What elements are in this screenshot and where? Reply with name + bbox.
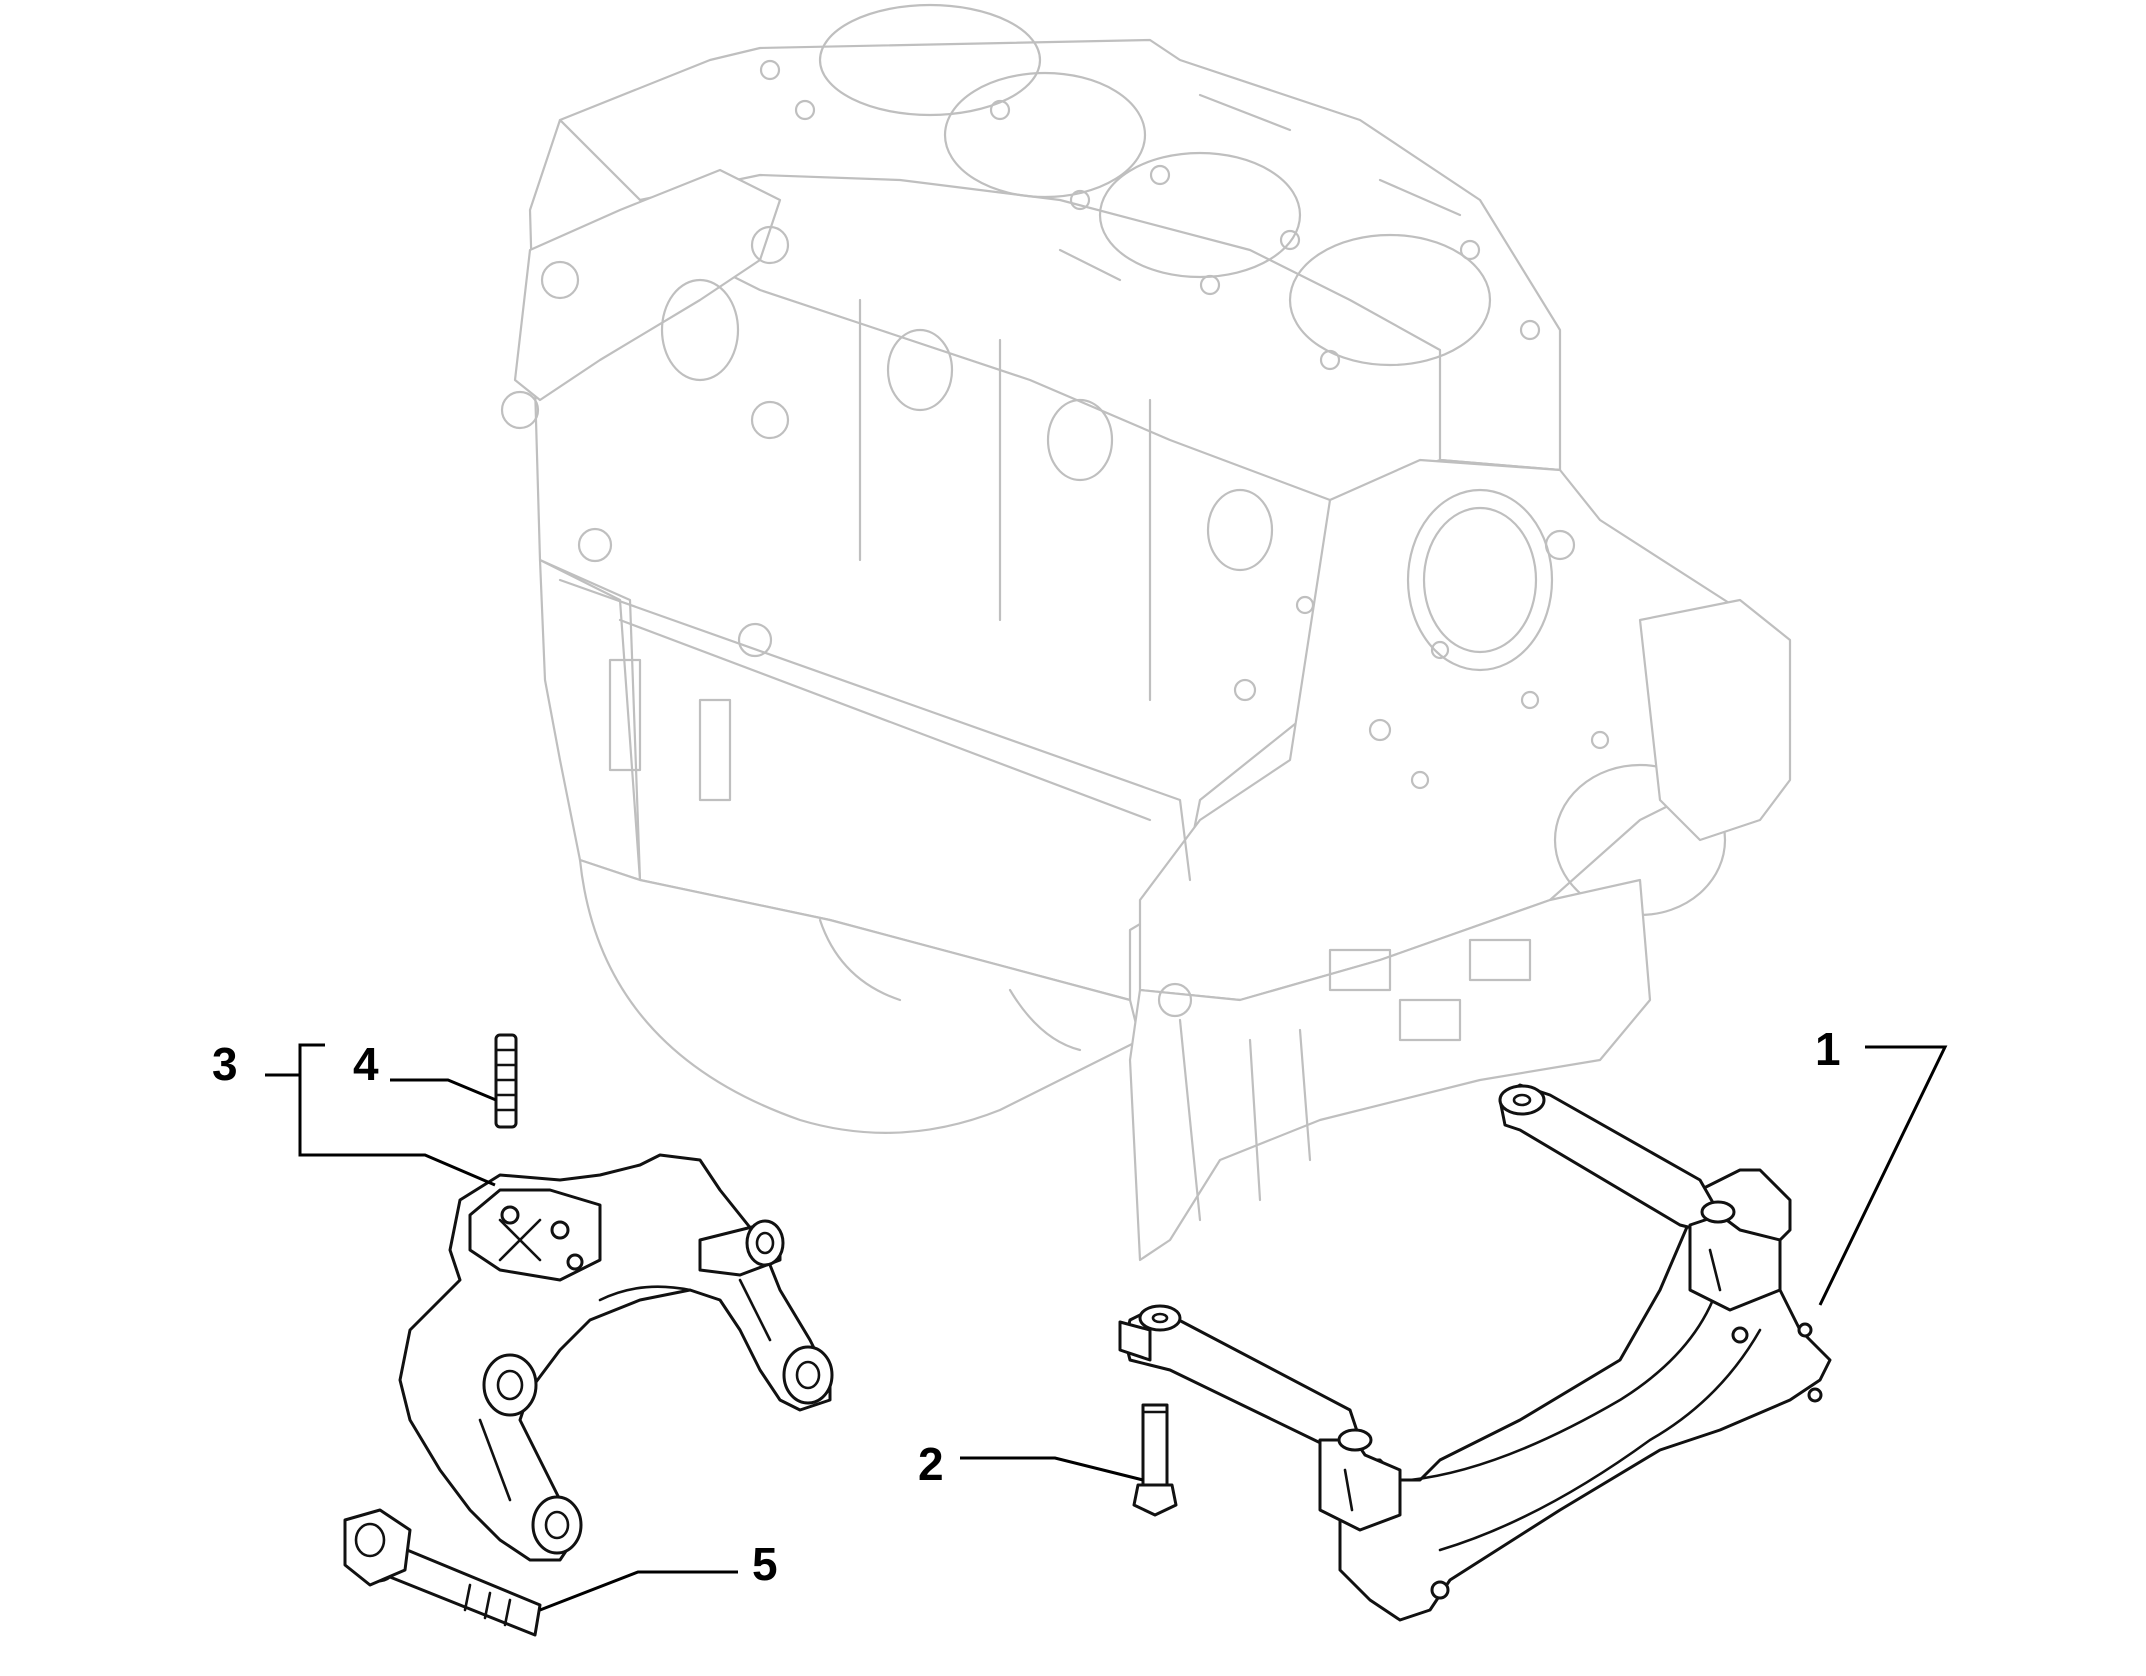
front-support-bracket	[1118, 1083, 1832, 1622]
leader-2	[960, 1456, 1144, 1482]
leader-1	[1818, 1045, 1948, 1306]
callout-3: 3	[212, 1038, 238, 1090]
callout-4: 4	[353, 1038, 379, 1090]
callout-5: 5	[752, 1538, 778, 1590]
callout-labels: 1 2 3 4 5	[212, 1023, 1841, 1590]
callout-2: 2	[918, 1438, 944, 1490]
callout-1: 1	[1815, 1023, 1841, 1075]
bolt-2	[1132, 1403, 1178, 1517]
engine-block	[500, 3, 1792, 1262]
rear-support-bracket	[398, 1153, 834, 1562]
leader-5	[539, 1570, 738, 1612]
leader-3	[298, 1043, 496, 1187]
stud-4	[494, 1033, 518, 1129]
leader-lines	[265, 1043, 1948, 1612]
leader-4	[390, 1078, 497, 1102]
bolt-5	[343, 1508, 542, 1637]
